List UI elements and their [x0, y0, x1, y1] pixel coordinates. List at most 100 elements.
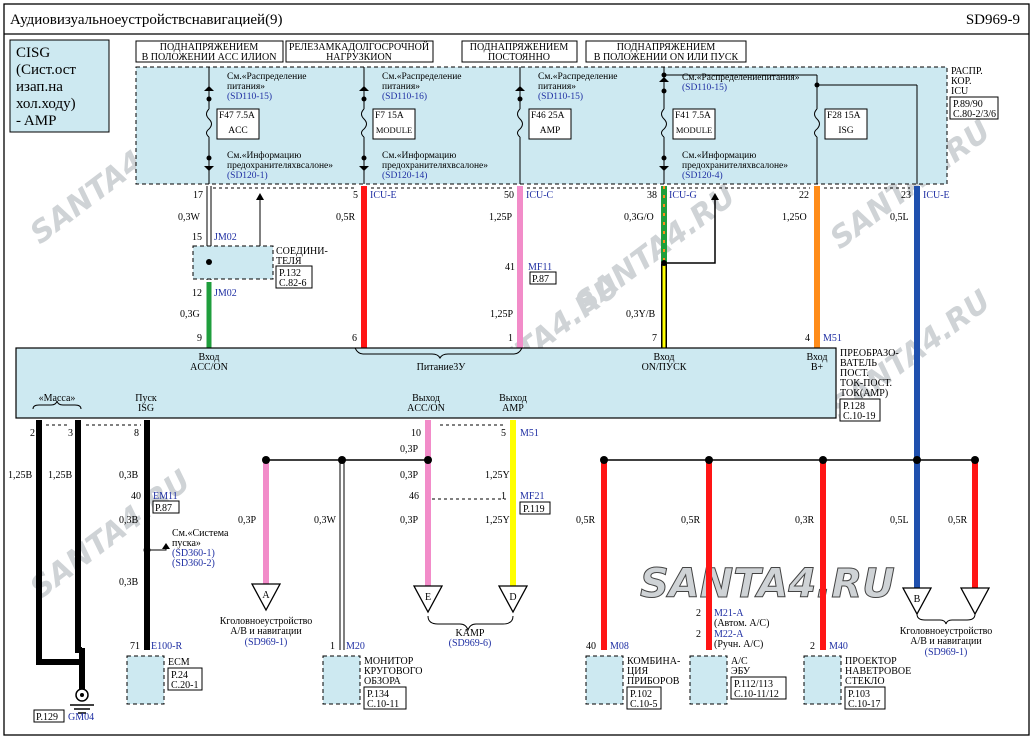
icu-pins-p50c-text: ICU-C	[526, 190, 554, 201]
refs-info1-code-text: (SD120-1)	[227, 170, 268, 181]
connectors-mf46-text: 46	[409, 491, 419, 502]
loads-hud-lines-0-text: ПРОЕКТОР	[845, 656, 897, 667]
connectors-joint-ref-text: C.82-6	[279, 278, 307, 289]
converter-in-bplus-0-text: Вход	[807, 352, 828, 363]
loads-monitor-ref-text: C.10-11	[367, 699, 399, 710]
wires-gnd1-text: 1,25B	[8, 470, 33, 481]
converter-start-isg-1-text: ISG	[138, 403, 154, 414]
terminals-kamp-text: KAMP	[456, 628, 485, 639]
icu-pins-p22-text: 22	[799, 190, 809, 201]
icu-pins-p17-text: 17	[193, 190, 203, 201]
connectors-m51-text: M51	[520, 428, 539, 439]
wires-w-mon-text: 0,3W	[314, 515, 337, 526]
wires-w05R-text: 0,5R	[336, 212, 356, 223]
converter-in-acc-1-text: ACC/ON	[190, 362, 228, 373]
refs-dist2-code-text: (SD110-16)	[382, 91, 427, 102]
loads-cluster-ref-text: C.10-5	[630, 699, 658, 710]
wires-l-av-text: 0,5L	[890, 515, 909, 526]
converter-out-pins-p3-text: 3	[68, 428, 73, 439]
converter-title-lines-0-text: ПРЕОБРАЗО-	[840, 348, 899, 359]
wires-isg2-text: 0,3B	[119, 515, 139, 526]
fuse-label: AMP	[540, 126, 561, 136]
refs-info3-lines-1-text: предохранителяхвсалоне»	[682, 161, 788, 171]
wires-isg3-text: 0,3B	[119, 577, 139, 588]
loads-ac-note1-text: (Автом. A/C)	[714, 618, 769, 629]
loads-ac-lines-1-text: ЭБУ	[731, 666, 751, 677]
terminals	[250, 583, 991, 616]
terminals-D-text: D	[509, 592, 516, 603]
wires-y-bot-text: 1,25Y	[485, 515, 510, 526]
connectors-mf21-text: MF21	[520, 491, 544, 502]
loads-hud-lines-1-text: НАВЕТРОВОЕ	[845, 666, 911, 677]
refs-info1-lines-1-text: предохранителяхвсалоне»	[227, 161, 333, 171]
loads-monitor-pin-text: 1	[330, 641, 335, 652]
connectors-joint-lines-0-text: СОЕДИНИ-	[276, 246, 328, 257]
refs-start-code1-text: (SD360-1)	[172, 548, 215, 559]
converter-in-pins-p1-text: 1	[508, 333, 513, 344]
loads-cluster-lines-0-text: КОМБИНА-	[627, 656, 680, 667]
system-box-line: (Сист.ост	[16, 62, 76, 78]
converter-charge-text: Питание3У	[417, 362, 467, 373]
system-box-line: - AMP	[16, 113, 56, 129]
connectors-mf1-text: 1	[501, 491, 506, 502]
wires-r-av-text: 0,5R	[948, 515, 968, 526]
converter-title-lines-3-text: ТОК-ПОСТ.	[840, 378, 892, 389]
refs-dist1-code-text: (SD110-15)	[227, 91, 272, 102]
loads-cluster-lines-2-text: ПРИБОРОВ	[627, 676, 680, 687]
power-header: ПОДНАПРЯЖЕНИЕМ	[160, 42, 259, 53]
lower-wire-labels: 1,25B 1,25B 0,3B 40 EM11 P.87 0,3B См.«С…	[8, 444, 968, 588]
loads-hud-conn-text: M40	[829, 641, 848, 652]
system-box-line: изап.на	[16, 79, 63, 95]
terminals-kamp-code-text: (SD969-6)	[449, 638, 492, 649]
converter-ref-text: C.10-19	[843, 411, 876, 422]
wires-r-cl-text: 0,5R	[576, 515, 596, 526]
connectors-mf41-text: 41	[505, 262, 515, 273]
loads-ecm-pin-text: 71	[130, 641, 140, 652]
power-header: НАГРУЗКИON	[326, 52, 392, 63]
refs-info1-lines-0-text: См.«Информацию	[227, 150, 301, 161]
loads-hud-ref-text: C.10-17	[848, 699, 881, 710]
refs-dist1-lines-1-text: питания»	[227, 82, 265, 92]
converter-out-amp-1-text: AMP	[502, 403, 524, 414]
icu-pins-p23-text: 23	[901, 190, 911, 201]
loads-ac-page-text: P.112/113	[734, 679, 773, 690]
wires-r-ac-text: 0,5R	[681, 515, 701, 526]
refs-dist2-lines-1-text: питания»	[382, 82, 420, 92]
refs-dist3-lines-1-text: питания»	[538, 82, 576, 92]
icu-pins-p38c-text: ICU-G	[669, 190, 697, 201]
converter-ground-text: «Масса»	[39, 393, 76, 404]
converter-labels: Вход ACC/ON Питание3У Вход ON/ПУСК Вход …	[32, 348, 899, 422]
loads-cluster-page-text: P.102	[630, 689, 652, 700]
loads-ecm-ref-text: C.20-1	[171, 680, 199, 691]
connectors-mf21p-text: P.119	[523, 504, 545, 515]
connectors-mf11p-text: P.87	[532, 274, 549, 285]
connectors-jm02b-text: JM02	[214, 288, 237, 299]
loads-ac-conn2-text: M22-A	[714, 629, 744, 640]
connectors-m51-text: M51	[823, 333, 842, 344]
icu-label: РАСПР.	[951, 66, 983, 77]
refs-info2-code-text: (SD120-14)	[382, 170, 427, 181]
converter-in-on-1-text: ON/ПУСК	[642, 362, 687, 373]
refs-start-lines-1-text: пуска»	[172, 538, 201, 549]
fuse-boxes: F47 7.5A ACC F7 15A MODULE F46 25A AMP F…	[216, 108, 868, 140]
converter-start-isg-0-text: Пуск	[135, 393, 157, 404]
refs-dist3-lines-0-text: См.«Распределение	[538, 72, 618, 82]
refs-dist4-code-text: (SD110-15)	[682, 82, 727, 93]
converter-out-pins-p8-text: 8	[134, 428, 139, 439]
terminals-av-b-code-text: (SD969-1)	[925, 647, 968, 658]
power-headers: ПОДНАПРЯЖЕНИЕМ В ПОЛОЖЕНИИ ACC ИЛИON РЕЛ…	[135, 40, 747, 63]
wires-p-top-text: 0,3P	[400, 444, 419, 455]
fuse-name: F41 7.5A	[675, 111, 711, 121]
system-box-line: CISG	[16, 45, 50, 61]
loads-monitor-lines-0-text: МОНИТОР	[364, 656, 414, 667]
icu-pins: 17 5 ICU-E 50 ICU-C 38 ICU-G 22 23 ICU-E	[193, 190, 950, 201]
terminals-E-text: E	[425, 592, 431, 603]
wires-w125P-text: 1,25P	[489, 212, 513, 223]
terminals-B-text: B	[914, 594, 921, 605]
icu-page: P.89/90	[953, 99, 983, 110]
loads-monitor-lines-2-text: ОБЗОРА	[364, 676, 401, 687]
power-header: В ПОЛОЖЕНИИ ON ИЛИ ПУСК	[594, 52, 739, 63]
icu-label: КОР.	[951, 76, 971, 87]
converter-out-pins-p10-text: 10	[411, 428, 421, 439]
refs-start-code2-text: (SD360-2)	[172, 558, 215, 569]
